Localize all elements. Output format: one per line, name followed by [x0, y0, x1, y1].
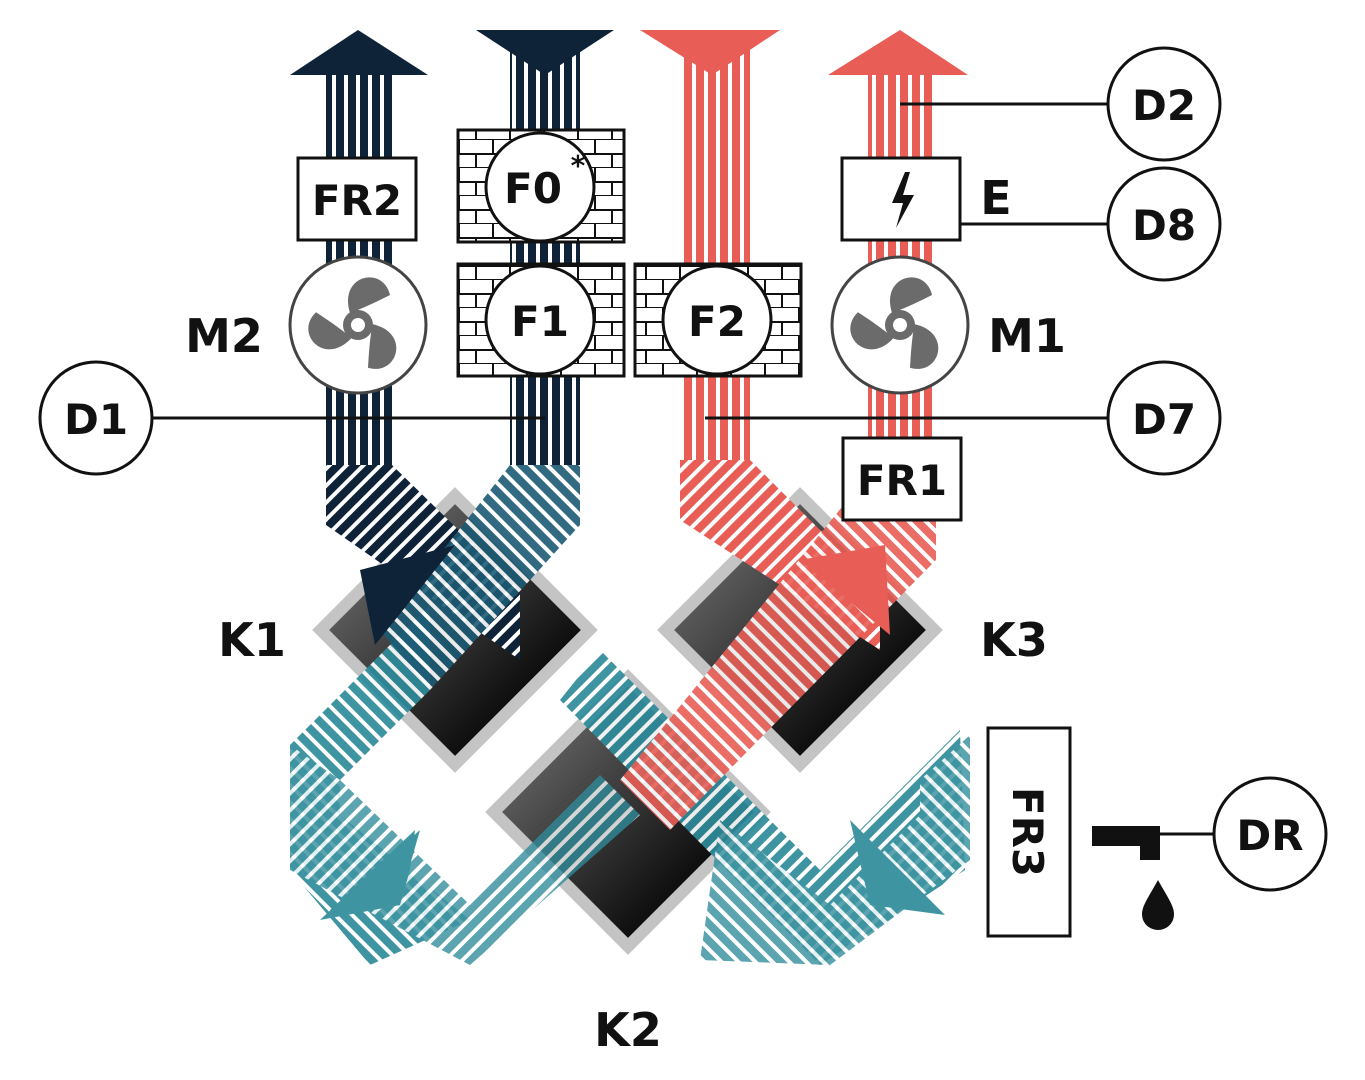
- lightning-bolt-icon: [892, 172, 914, 228]
- red-flow-right: [620, 30, 968, 830]
- filter-f0: F0 *: [484, 131, 596, 243]
- heater-label: E: [980, 171, 1011, 225]
- sensor-d8: D8: [1106, 166, 1222, 282]
- box-fr1: FR1: [841, 436, 963, 522]
- water-drop-icon: [1142, 880, 1174, 930]
- filter-f0-label: F0: [504, 164, 562, 213]
- box-fr1-label: FR1: [857, 456, 947, 505]
- exchanger-k1-label: K1: [218, 613, 286, 667]
- filter-f1: F1: [484, 264, 596, 376]
- filter-f2: F2: [661, 264, 773, 376]
- filter-f0-mark: *: [571, 149, 586, 182]
- fan-icon: [308, 277, 397, 369]
- sensor-d1: D1: [38, 360, 154, 476]
- box-fr3: FR3: [986, 726, 1072, 938]
- heater-box: [840, 156, 962, 242]
- sensor-d7-label: D7: [1132, 395, 1196, 444]
- sensor-d2: D2: [1106, 46, 1222, 162]
- box-fr2-label: FR2: [312, 176, 402, 225]
- fan-m2: [288, 255, 428, 395]
- fan-m2-label: M2: [185, 309, 263, 363]
- teal-flow: [290, 605, 970, 965]
- box-fr3-label: FR3: [1003, 787, 1052, 877]
- sensor-lines: [152, 102, 1216, 836]
- exchanger-k2-label: K2: [594, 1003, 662, 1057]
- filter-f2-label: F2: [688, 297, 746, 346]
- sensor-dr: DR: [1212, 776, 1328, 892]
- sensor-d2-label: D2: [1132, 81, 1196, 130]
- sensor-d7: D7: [1106, 360, 1222, 476]
- sensor-dr-label: DR: [1236, 811, 1303, 860]
- filter-f1-label: F1: [511, 297, 569, 346]
- sensor-d8-label: D8: [1132, 201, 1196, 250]
- fan-icon: [850, 277, 939, 369]
- fan-m1: [830, 255, 970, 395]
- box-fr2: FR2: [296, 156, 418, 242]
- fan-m1-label: M1: [988, 309, 1066, 363]
- sensor-d1-label: D1: [64, 395, 128, 444]
- dark-flow-left: [290, 30, 614, 690]
- drain-tap-icon: [1092, 826, 1160, 860]
- exchanger-k3-label: K3: [980, 613, 1048, 667]
